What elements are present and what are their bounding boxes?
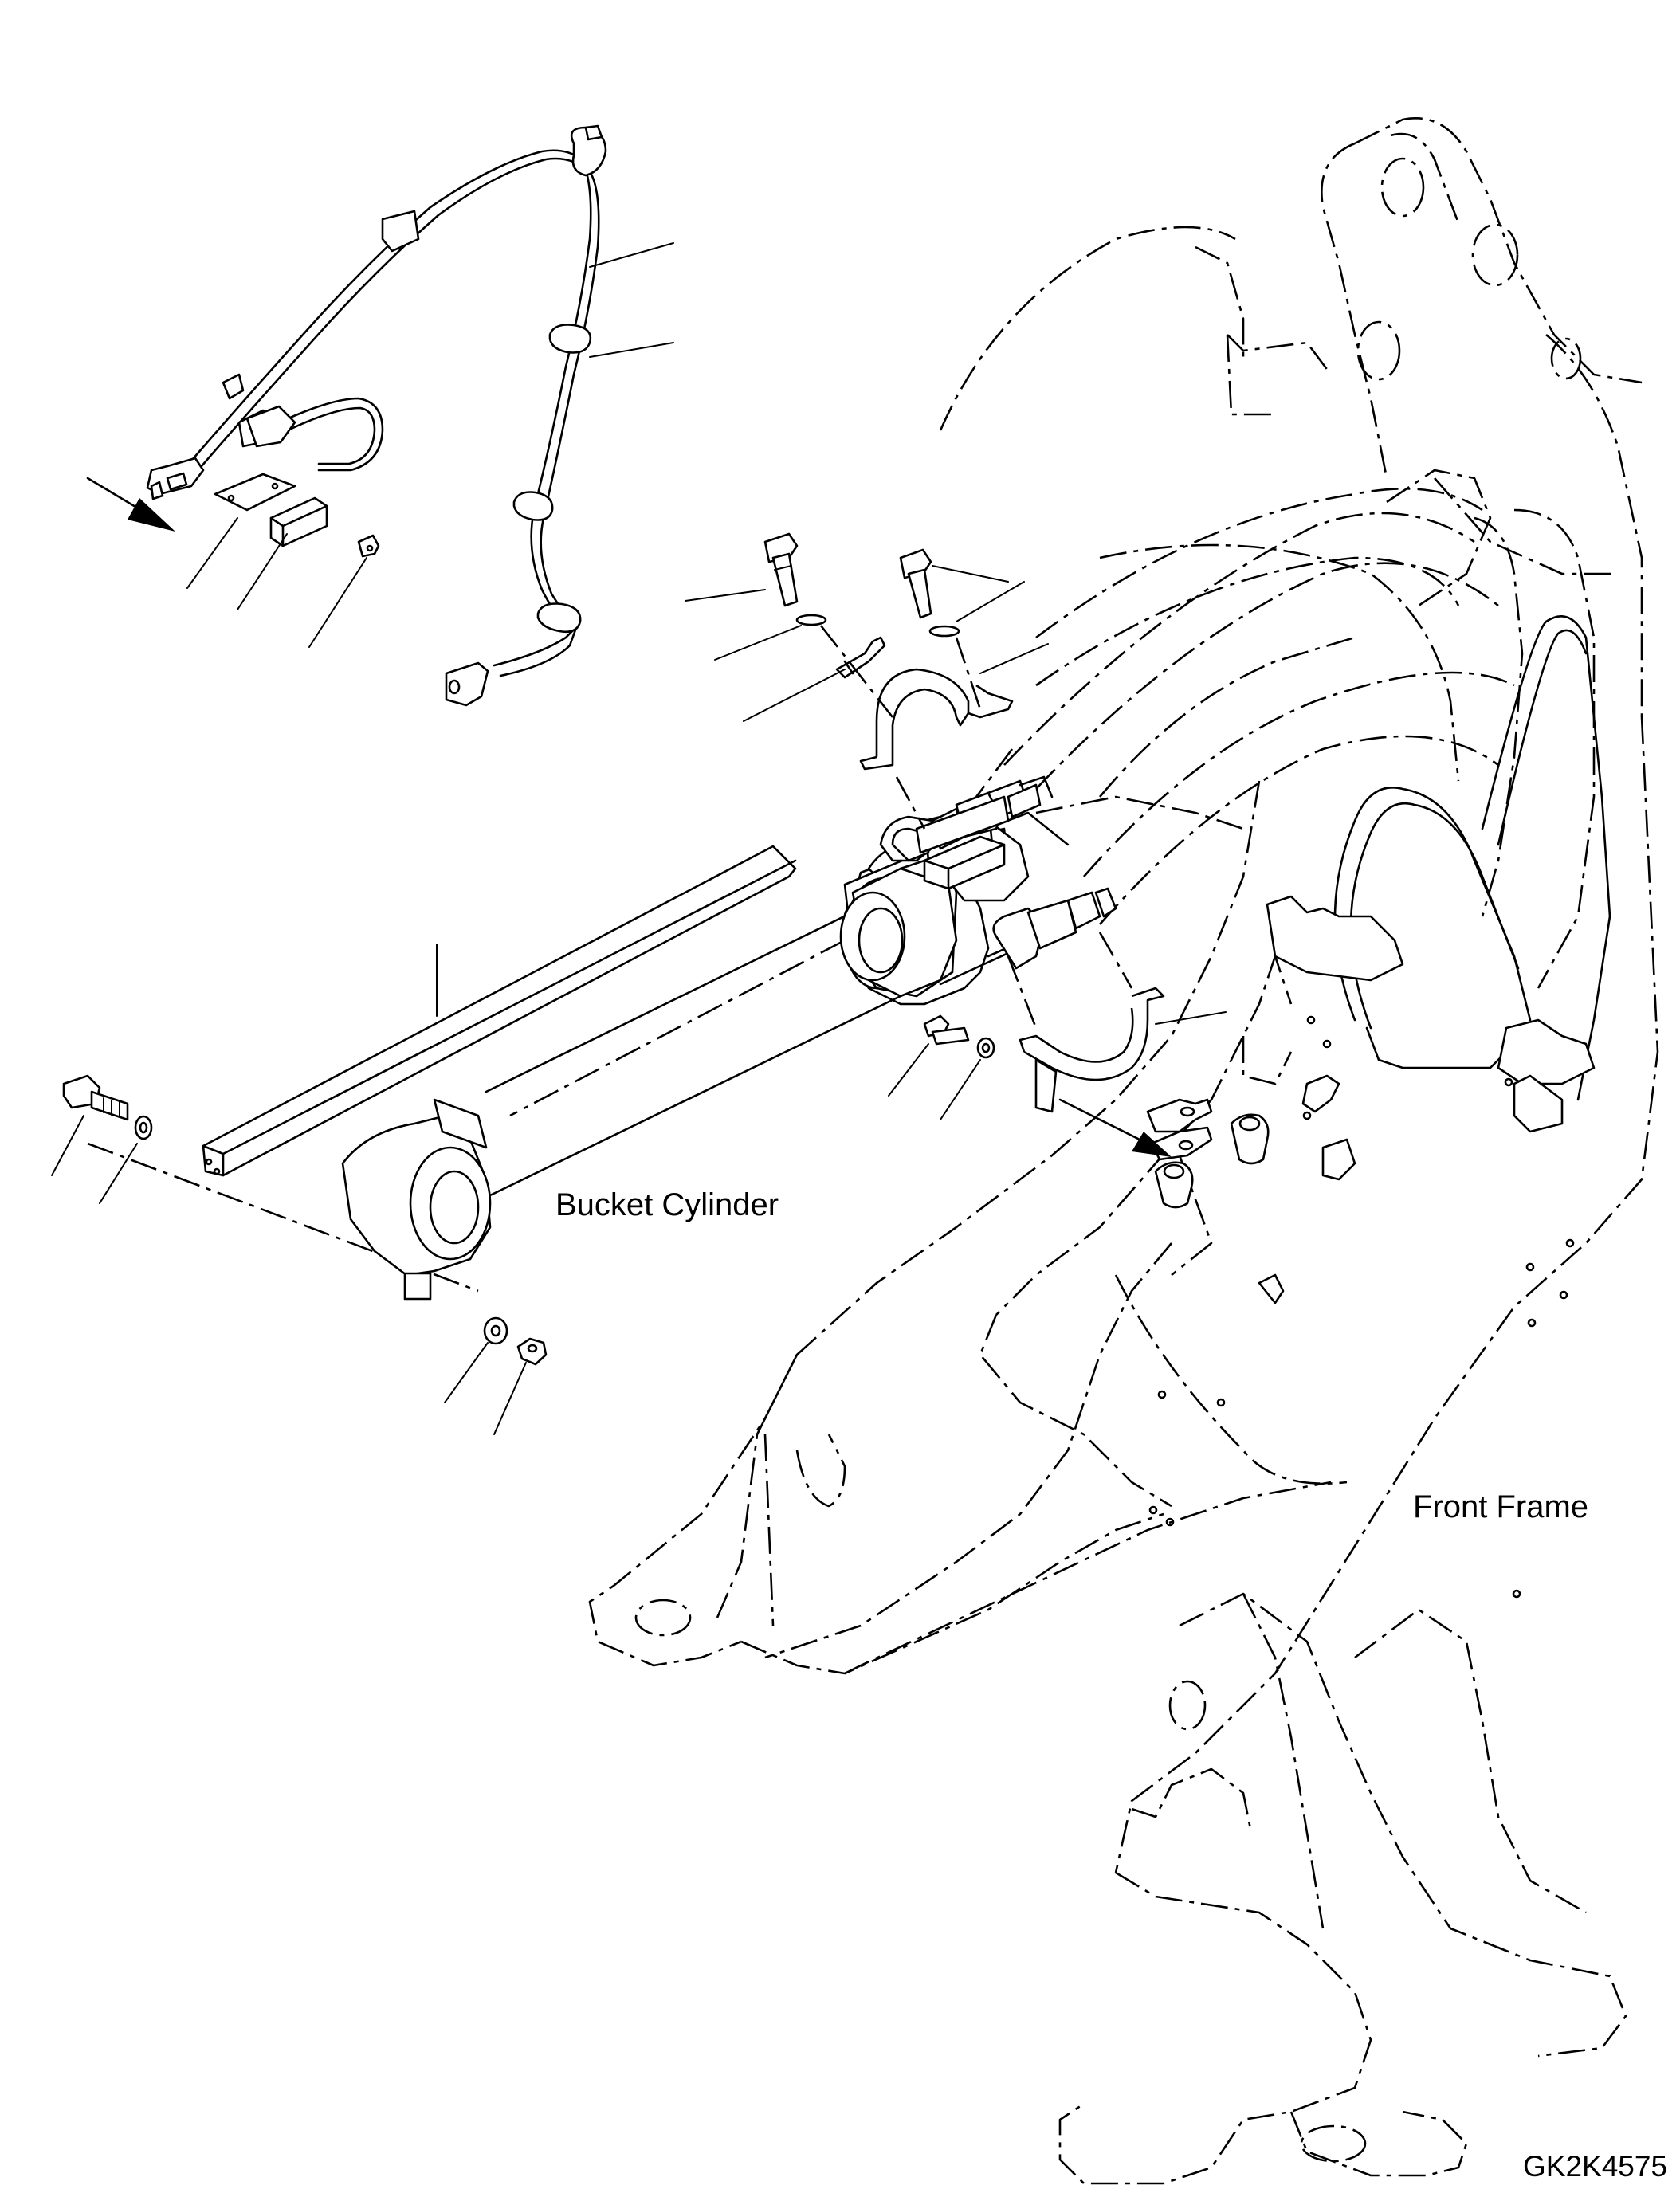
plate-center: [835, 636, 886, 679]
bolt-center-left: [763, 532, 799, 607]
front-frame-phantom: [588, 117, 1659, 2185]
bucket-cylinder-label: Bucket Cylinder: [555, 1187, 779, 1222]
clamp-lower: [1019, 987, 1165, 1113]
lower-clamp-small-parts: [1146, 1074, 1340, 1209]
arrow-upper-left: [86, 477, 175, 532]
hose-fitting-mid: [992, 887, 1117, 970]
hose-fitting-upper-2: [891, 783, 1042, 862]
bolt-left: [62, 1074, 153, 1140]
clamp-upper: [859, 668, 1014, 771]
washer-nut-bottom: [483, 1316, 548, 1366]
leader-lines: [51, 242, 1227, 1435]
wiring-harness: [146, 124, 607, 707]
bolt-center-right: [899, 548, 932, 619]
arrow-lower: [1058, 1098, 1172, 1157]
drawing-code-label: GK2K4575: [1523, 2150, 1668, 2183]
washer-center: [795, 614, 960, 638]
front-frame-holes: [1148, 1015, 1575, 1599]
hose-phantom-lines: [939, 226, 1515, 925]
cylinder-clamp-block: [923, 835, 1006, 890]
rod-end: [341, 1098, 492, 1301]
frame-hoses: [1258, 615, 1611, 1304]
guard-angle-bar: [202, 845, 797, 1177]
bolt-cylinder-side: [923, 1014, 995, 1059]
front-frame-label: Front Frame: [1413, 1489, 1589, 1524]
